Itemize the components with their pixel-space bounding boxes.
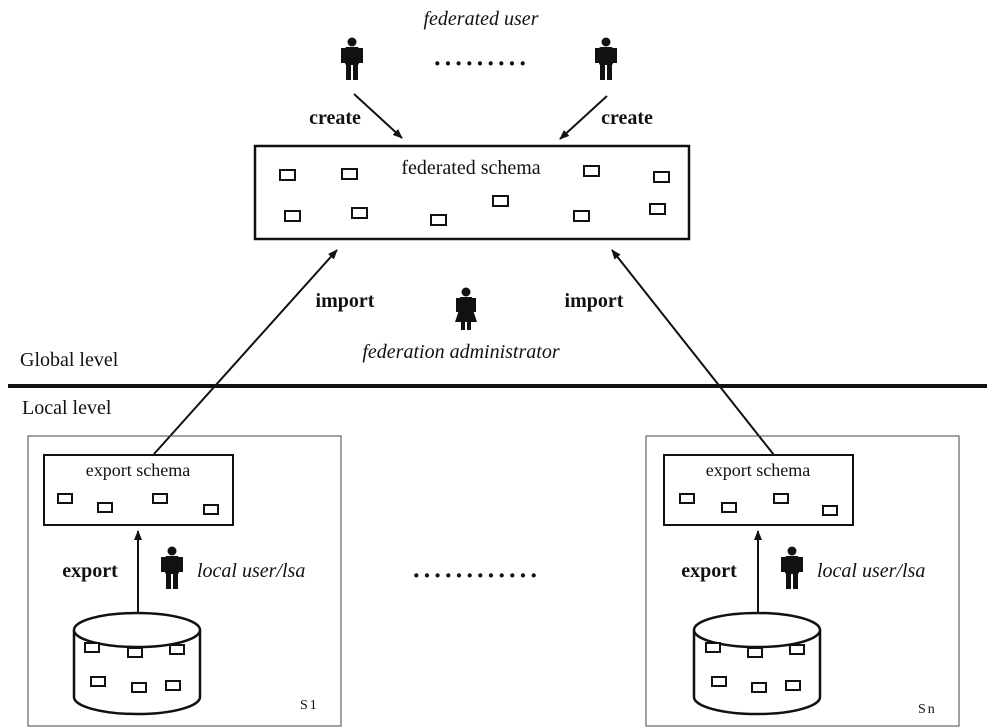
local-level-label: Local level [22, 397, 112, 419]
database-icon [72, 611, 202, 716]
schema-element [583, 165, 600, 177]
import-label-right: import [565, 290, 624, 312]
schema-element [284, 210, 301, 222]
federated-users-ellipsis: ········· [433, 49, 529, 78]
global-level-label: Global level [20, 349, 119, 371]
federated-schema-elements [279, 165, 670, 226]
database-icon [692, 611, 822, 716]
schema-element [57, 493, 73, 504]
export-schema-title: export schema [86, 460, 190, 480]
schema-element [773, 493, 789, 504]
create-arrow-left [353, 93, 403, 139]
federated-user-right-icon [595, 37, 617, 80]
site-frame [645, 435, 960, 727]
site-label: S1 [300, 698, 319, 713]
create-arrow-right [559, 95, 608, 140]
export-label: export [681, 560, 737, 582]
create-label-left: create [309, 107, 361, 129]
export-label: export [62, 560, 118, 582]
federated-schema-title: federated schema [401, 157, 540, 179]
site-frame [27, 435, 342, 727]
import-label-left: import [316, 290, 375, 312]
local-user-icon [161, 546, 183, 589]
create-label-right: create [601, 107, 653, 129]
schema-element [649, 203, 666, 215]
local-site-sn: export schema export local user/lsa Sn [645, 435, 960, 727]
schema-element [721, 502, 737, 513]
federation-administrator-icon [455, 287, 477, 330]
schema-element [341, 168, 358, 180]
schema-element [679, 493, 695, 504]
federated-user-label: federated user [424, 8, 539, 30]
federated-user-left-icon [341, 37, 363, 80]
local-user-label: local user/lsa [197, 560, 305, 582]
local-site-s1: export schema export local user/lsa S1 [27, 435, 342, 727]
schema-element [492, 195, 509, 207]
local-user-label: local user/lsa [817, 560, 925, 582]
schema-element [152, 493, 168, 504]
export-schema-title: export schema [706, 460, 810, 480]
schema-element [430, 214, 447, 226]
schema-element [822, 505, 838, 516]
export-schema-box [43, 454, 234, 526]
schema-element [203, 504, 219, 515]
schema-element [97, 502, 113, 513]
export-schema-box [663, 454, 854, 526]
import-arrow-left [153, 249, 338, 455]
schema-element [573, 210, 590, 222]
schema-element [351, 207, 368, 219]
local-sites-ellipsis: ············ [412, 561, 540, 590]
schema-element [653, 171, 670, 183]
federated-schema-box [253, 144, 691, 241]
federation-administrator-label: federation administrator [362, 341, 559, 363]
import-arrow-right [611, 249, 775, 456]
site-label: Sn [918, 702, 937, 717]
local-user-icon [781, 546, 803, 589]
schema-element [279, 169, 296, 181]
